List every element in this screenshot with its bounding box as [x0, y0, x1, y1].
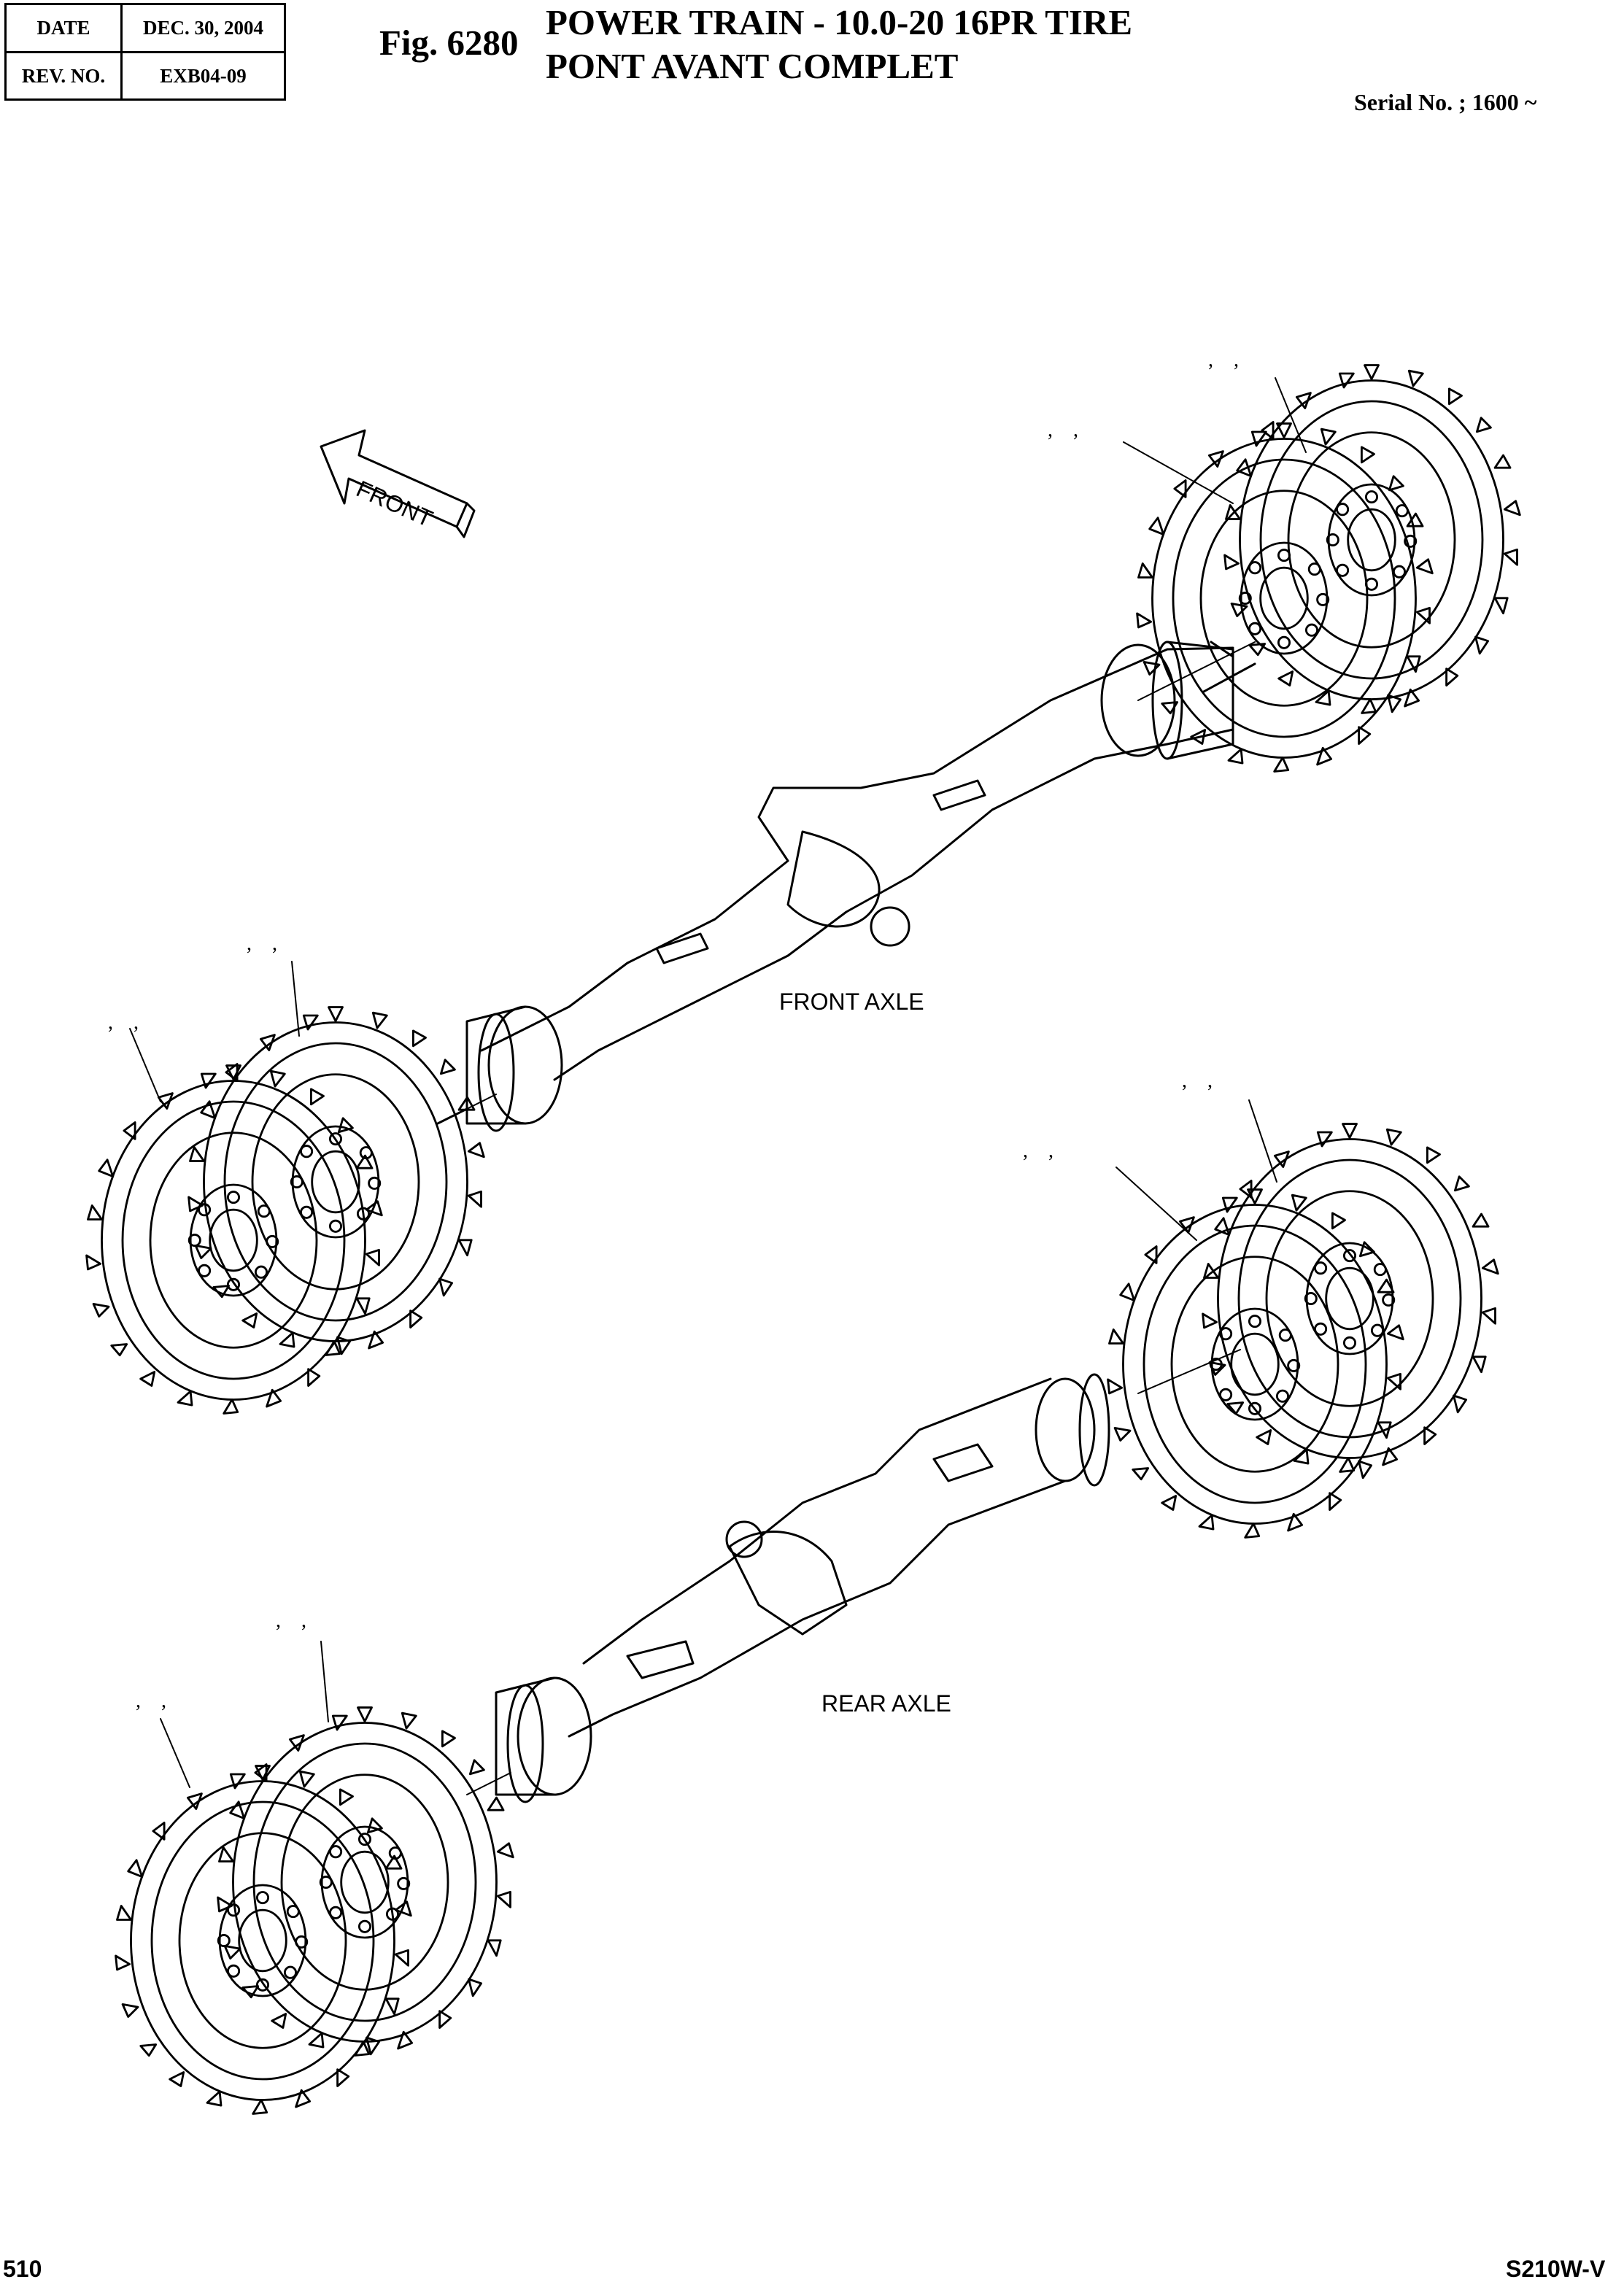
rear-axle-assembly	[466, 1349, 1241, 1803]
serial-number: Serial No. ; 1600 ~	[1354, 89, 1537, 115]
callout-marks: , , , , , , , , , , , , , , , ,	[108, 349, 1239, 1712]
header-box: DATE DEC. 30, 2004 REV. NO. EXB04-09	[4, 3, 286, 101]
figure-number: Fig. 6280	[379, 23, 519, 63]
date-value: DEC. 30, 2004	[142, 17, 263, 39]
date-label: DATE	[36, 17, 90, 39]
figure-subtitle: PONT AVANT COMPLET	[546, 46, 959, 86]
callout-rear-right-outer: , ,	[1182, 1069, 1213, 1092]
rear-right-wheel-pair	[1107, 1123, 1499, 1539]
rev-label: REV. NO.	[21, 64, 106, 87]
callout-front-left-inner: , ,	[108, 1011, 139, 1034]
header-divider-horizontal	[7, 51, 284, 53]
figure-title: POWER TRAIN - 10.0-20 16PR TIRE	[546, 2, 1133, 42]
rear-left-wheel-pair	[115, 1706, 514, 2115]
callout-rear-right-inner: , ,	[1023, 1140, 1053, 1162]
callout-front-left-outer: , ,	[247, 932, 277, 955]
front-axle-assembly	[436, 641, 1256, 1132]
front-direction-arrow: FRONT	[320, 429, 476, 538]
rear-axle-label: REAR AXLE	[821, 1690, 951, 1717]
callout-rear-left-outer: , ,	[276, 1609, 306, 1632]
callout-front-right-inner: , ,	[1048, 419, 1078, 441]
front-right-wheel-pair	[1136, 364, 1521, 773]
callout-front-right-outer: , ,	[1208, 349, 1239, 371]
front-axle-label: FRONT AXLE	[779, 989, 924, 1015]
callout-rear-left-inner: , ,	[136, 1690, 166, 1712]
model-code: S210W-V	[1506, 2256, 1606, 2282]
page-number: 510	[3, 2256, 42, 2282]
callout-leaders	[129, 377, 1307, 1788]
rev-value: EXB04-09	[160, 64, 247, 87]
